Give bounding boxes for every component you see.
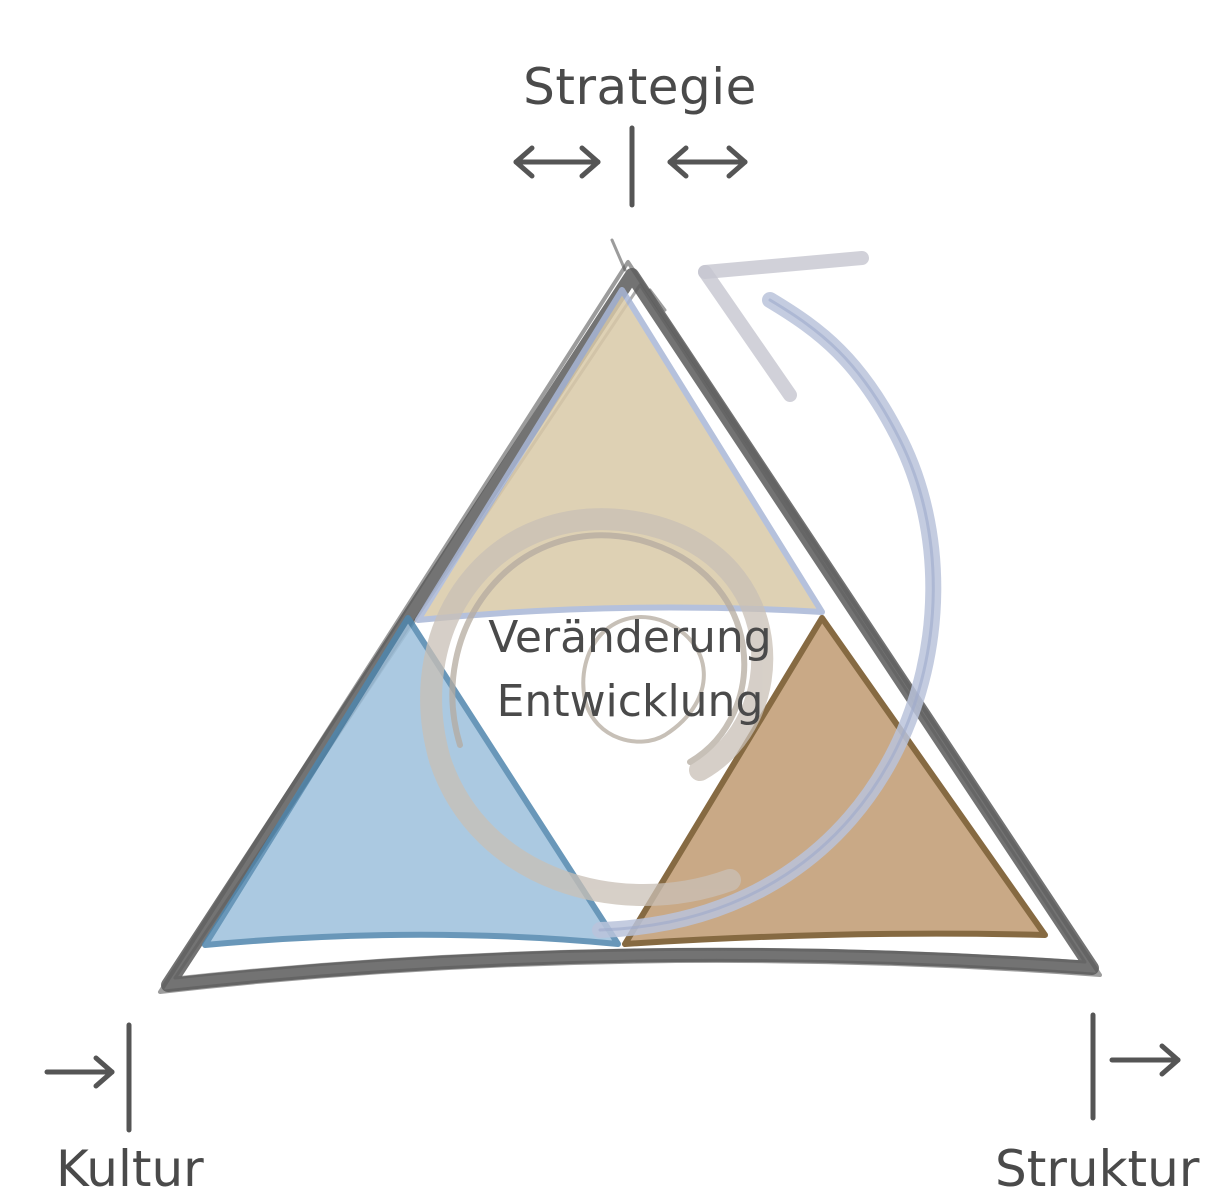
struktur-label: Struktur — [995, 1140, 1199, 1198]
strategie-label: Strategie — [523, 58, 757, 116]
strategie-marker-icon — [516, 128, 745, 205]
struktur-marker-icon — [1093, 1015, 1178, 1118]
kultur-triangle — [205, 618, 618, 945]
kultur-label: Kultur — [56, 1140, 204, 1198]
center-label-development: Entwicklung — [497, 676, 764, 727]
kultur-marker-icon — [47, 1025, 129, 1130]
center-label-change: Veränderung — [488, 612, 772, 663]
